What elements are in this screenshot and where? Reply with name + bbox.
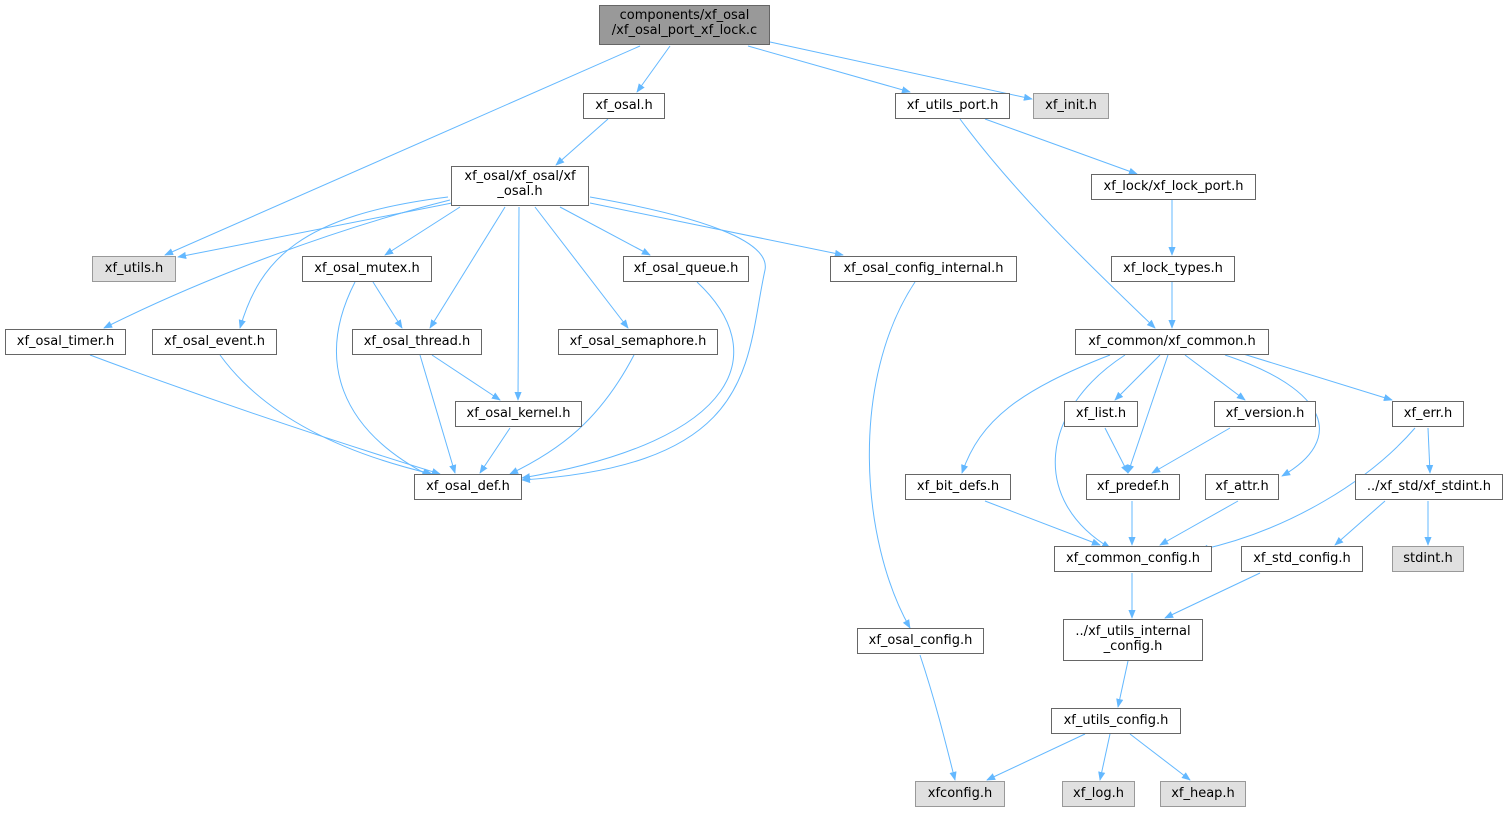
edge-attr-xf-common-config (1159, 500, 1239, 546)
edge-config-internal-xf-osal-config (868, 281, 916, 629)
edge-root-xf-utils (164, 45, 641, 256)
edge-common-xf-list (1114, 354, 1161, 401)
node-xf-std-config-h[interactable]: xf_std_config.h (1241, 546, 1363, 572)
node-xf-lock-types-h[interactable]: xf_lock_types.h (1111, 256, 1235, 282)
edge-root-xf-init (769, 41, 1033, 101)
node-xf-list-h[interactable]: xf_list.h (1064, 401, 1138, 427)
node-xf-predef-h[interactable]: xf_predef.h (1086, 474, 1180, 500)
node-xf-osal-xf-osal-xf-osal-h[interactable]: xf_osal/xf_osal/xf _osal.h (451, 166, 589, 206)
edge-utils-config-xf-log (1098, 733, 1111, 781)
edge-utils-config-xfconfig (986, 733, 1086, 781)
edge-common-xf-version (1184, 354, 1246, 401)
node-xf-osal-config-internal-h[interactable]: xf_osal_config_internal.h (830, 256, 1017, 282)
edge-common-xf-predef (1127, 354, 1169, 474)
edge-hub-xf-osal-thread (429, 206, 506, 329)
edge-stdint-xf-std-config (1334, 500, 1386, 546)
edge-bit-defs-xf-common-config (984, 500, 1101, 546)
node-xf-osal-semaphore-h[interactable]: xf_osal_semaphore.h (558, 329, 718, 355)
node-xf-osal-queue-h[interactable]: xf_osal_queue.h (623, 256, 749, 282)
edge-hub-xf-osal-queue (559, 206, 651, 256)
node-xf-osal-timer-h[interactable]: xf_osal_timer.h (5, 329, 126, 355)
edge-common-xf-attr (1224, 354, 1320, 477)
edge-thread-xf-osal-kernel (431, 354, 501, 401)
edge-common-xf-common-config (1054, 354, 1126, 549)
node-xf-utils-internal-config-h[interactable]: ../xf_utils_internal _config.h (1063, 619, 1203, 661)
edge-std-config-xf-utils-internal-config (1164, 572, 1261, 619)
node-xf-osal-thread-h[interactable]: xf_osal_thread.h (352, 329, 482, 355)
edge-mutex-xf-osal-def (336, 281, 431, 477)
node-xf-osal-event-h[interactable]: xf_osal_event.h (152, 329, 277, 355)
node-xf-lock-xf-lock-port-h[interactable]: xf_lock/xf_lock_port.h (1091, 174, 1256, 200)
node-root-xf-osal-port-xf-lock-c: components/xf_osal /xf_osal_port_xf_lock… (599, 5, 770, 45)
edge-hub-xf-utils (177, 202, 453, 259)
edge-common-xf-bit-defs (961, 354, 1111, 474)
node-xf-osal-kernel-h[interactable]: xf_osal_kernel.h (455, 401, 582, 427)
edge-root-xf-osal (636, 45, 671, 93)
edge-hub-xf-osal-event (238, 196, 449, 329)
node-xf-heap-h: xf_heap.h (1160, 781, 1246, 807)
node-xf-utils-port-h[interactable]: xf_utils_port.h (895, 93, 1010, 119)
edge-list-xf-predef (1104, 427, 1129, 474)
node-xfconfig-h: xfconfig.h (915, 781, 1005, 807)
node-xf-osal-h[interactable]: xf_osal.h (583, 93, 665, 119)
node-xf-log-h: xf_log.h (1062, 781, 1135, 807)
edge-root-xf-utils-port (747, 45, 911, 94)
edge-xf-osal-xf-osal-xf-osal (555, 118, 609, 166)
edge-xf-utils-port-xf-common (959, 118, 1156, 329)
edge-osal-config-xfconfig (919, 654, 957, 781)
node-xf-osal-mutex-h[interactable]: xf_osal_mutex.h (302, 256, 432, 282)
edge-utils-internal-config-xf-utils-config (1116, 660, 1129, 708)
edge-kernel-xf-osal-def (479, 427, 511, 474)
node-xf-init-h: xf_init.h (1033, 93, 1109, 119)
node-xf-utils-h: xf_utils.h (92, 256, 176, 282)
edge-timer-xf-osal-def (89, 354, 441, 476)
edge-event-xf-osal-def (219, 354, 433, 476)
edge-hub-xf-osal-mutex (384, 206, 461, 256)
edge-hub-xf-osal-config-internal (589, 202, 844, 257)
edge-queue-xf-osal-def (521, 281, 735, 481)
node-xf-bit-defs-h[interactable]: xf_bit_defs.h (905, 474, 1011, 500)
edge-utils-config-xf-heap (1129, 733, 1191, 781)
edge-thread-xf-osal-def (419, 354, 457, 474)
node-xf-common-config-h[interactable]: xf_common_config.h (1054, 546, 1212, 572)
node-xf-version-h[interactable]: xf_version.h (1214, 401, 1316, 427)
edge-hub-xf-osal-def (521, 196, 766, 484)
node-xf-common-xf-common-h[interactable]: xf_common/xf_common.h (1075, 329, 1269, 355)
edge-semaphore-xf-osal-def (509, 354, 635, 475)
edge-err-xf-stdint (1426, 427, 1434, 474)
edge-mutex-xf-osal-thread (372, 281, 403, 329)
node-xf-osal-config-h[interactable]: xf_osal_config.h (857, 628, 984, 654)
edge-hub-xf-osal-timer (103, 199, 451, 329)
edge-err-xf-common-config (1199, 427, 1416, 552)
node-xf-attr-h[interactable]: xf_attr.h (1205, 474, 1279, 500)
edge-hub-xf-osal-kernel (514, 206, 522, 401)
node-xf-utils-config-h[interactable]: xf_utils_config.h (1051, 708, 1181, 734)
node-xf-std-xf-stdint-h[interactable]: ../xf_std/xf_stdint.h (1355, 474, 1503, 500)
node-xf-err-h[interactable]: xf_err.h (1392, 401, 1464, 427)
edge-hub-xf-osal-semaphore (534, 206, 629, 329)
edge-common-xf-err (1239, 352, 1393, 402)
edge-version-xf-predef (1151, 427, 1231, 474)
node-stdint-h: stdint.h (1392, 546, 1464, 572)
edge-xf-utils-port-xf-lock-port (984, 118, 1138, 175)
node-xf-osal-def-h[interactable]: xf_osal_def.h (414, 474, 522, 500)
